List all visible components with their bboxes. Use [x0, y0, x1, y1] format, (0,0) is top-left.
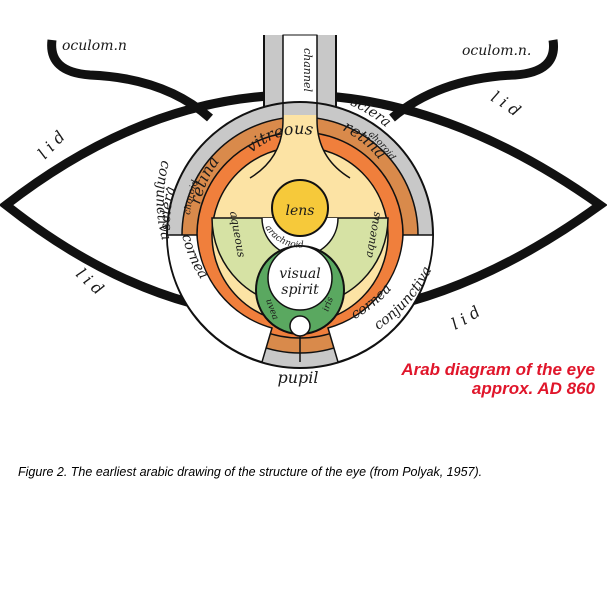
cornea-left	[166, 234, 273, 363]
diagram-title: Arab diagram of the eye approx. AD 860	[370, 360, 595, 398]
oculom-nerve-left	[47, 39, 213, 122]
label-lens: lens	[286, 203, 315, 219]
label-lid-top-left: l i d	[34, 127, 69, 163]
label-channel: channel	[301, 48, 314, 92]
channel-walls	[249, 35, 351, 179]
pupil-hole	[289, 315, 311, 337]
label-lid-top-right: l i d	[488, 87, 524, 120]
cornea-right	[327, 234, 434, 363]
visual-spirit	[267, 245, 333, 311]
diagram-title-line1: Arab diagram of the eye	[401, 360, 595, 379]
oculom-nerve-right	[389, 39, 559, 122]
label-visual: visual	[279, 266, 320, 282]
label-sclera-left: sclera	[158, 185, 179, 231]
label-iris: iris	[321, 295, 336, 313]
figure-caption: Figure 2. The earliest arabic drawing of…	[18, 465, 483, 479]
eye-diagram: oculom.n oculom.n. l i d l i d l i d l i…	[0, 34, 607, 387]
label-oculom-left: oculom.n	[62, 38, 127, 54]
label-lid-bottom-right: l i d	[448, 302, 483, 334]
diagram-title-line2: approx. AD 860	[471, 379, 595, 398]
channel-inner	[255, 115, 345, 175]
label-pupil: pupil	[277, 368, 318, 387]
lens	[271, 179, 329, 237]
label-oculom-right: oculom.n.	[462, 43, 531, 59]
label-conjunctiva-left: conjunctiva	[153, 159, 174, 242]
label-spirit: spirit	[281, 282, 319, 298]
